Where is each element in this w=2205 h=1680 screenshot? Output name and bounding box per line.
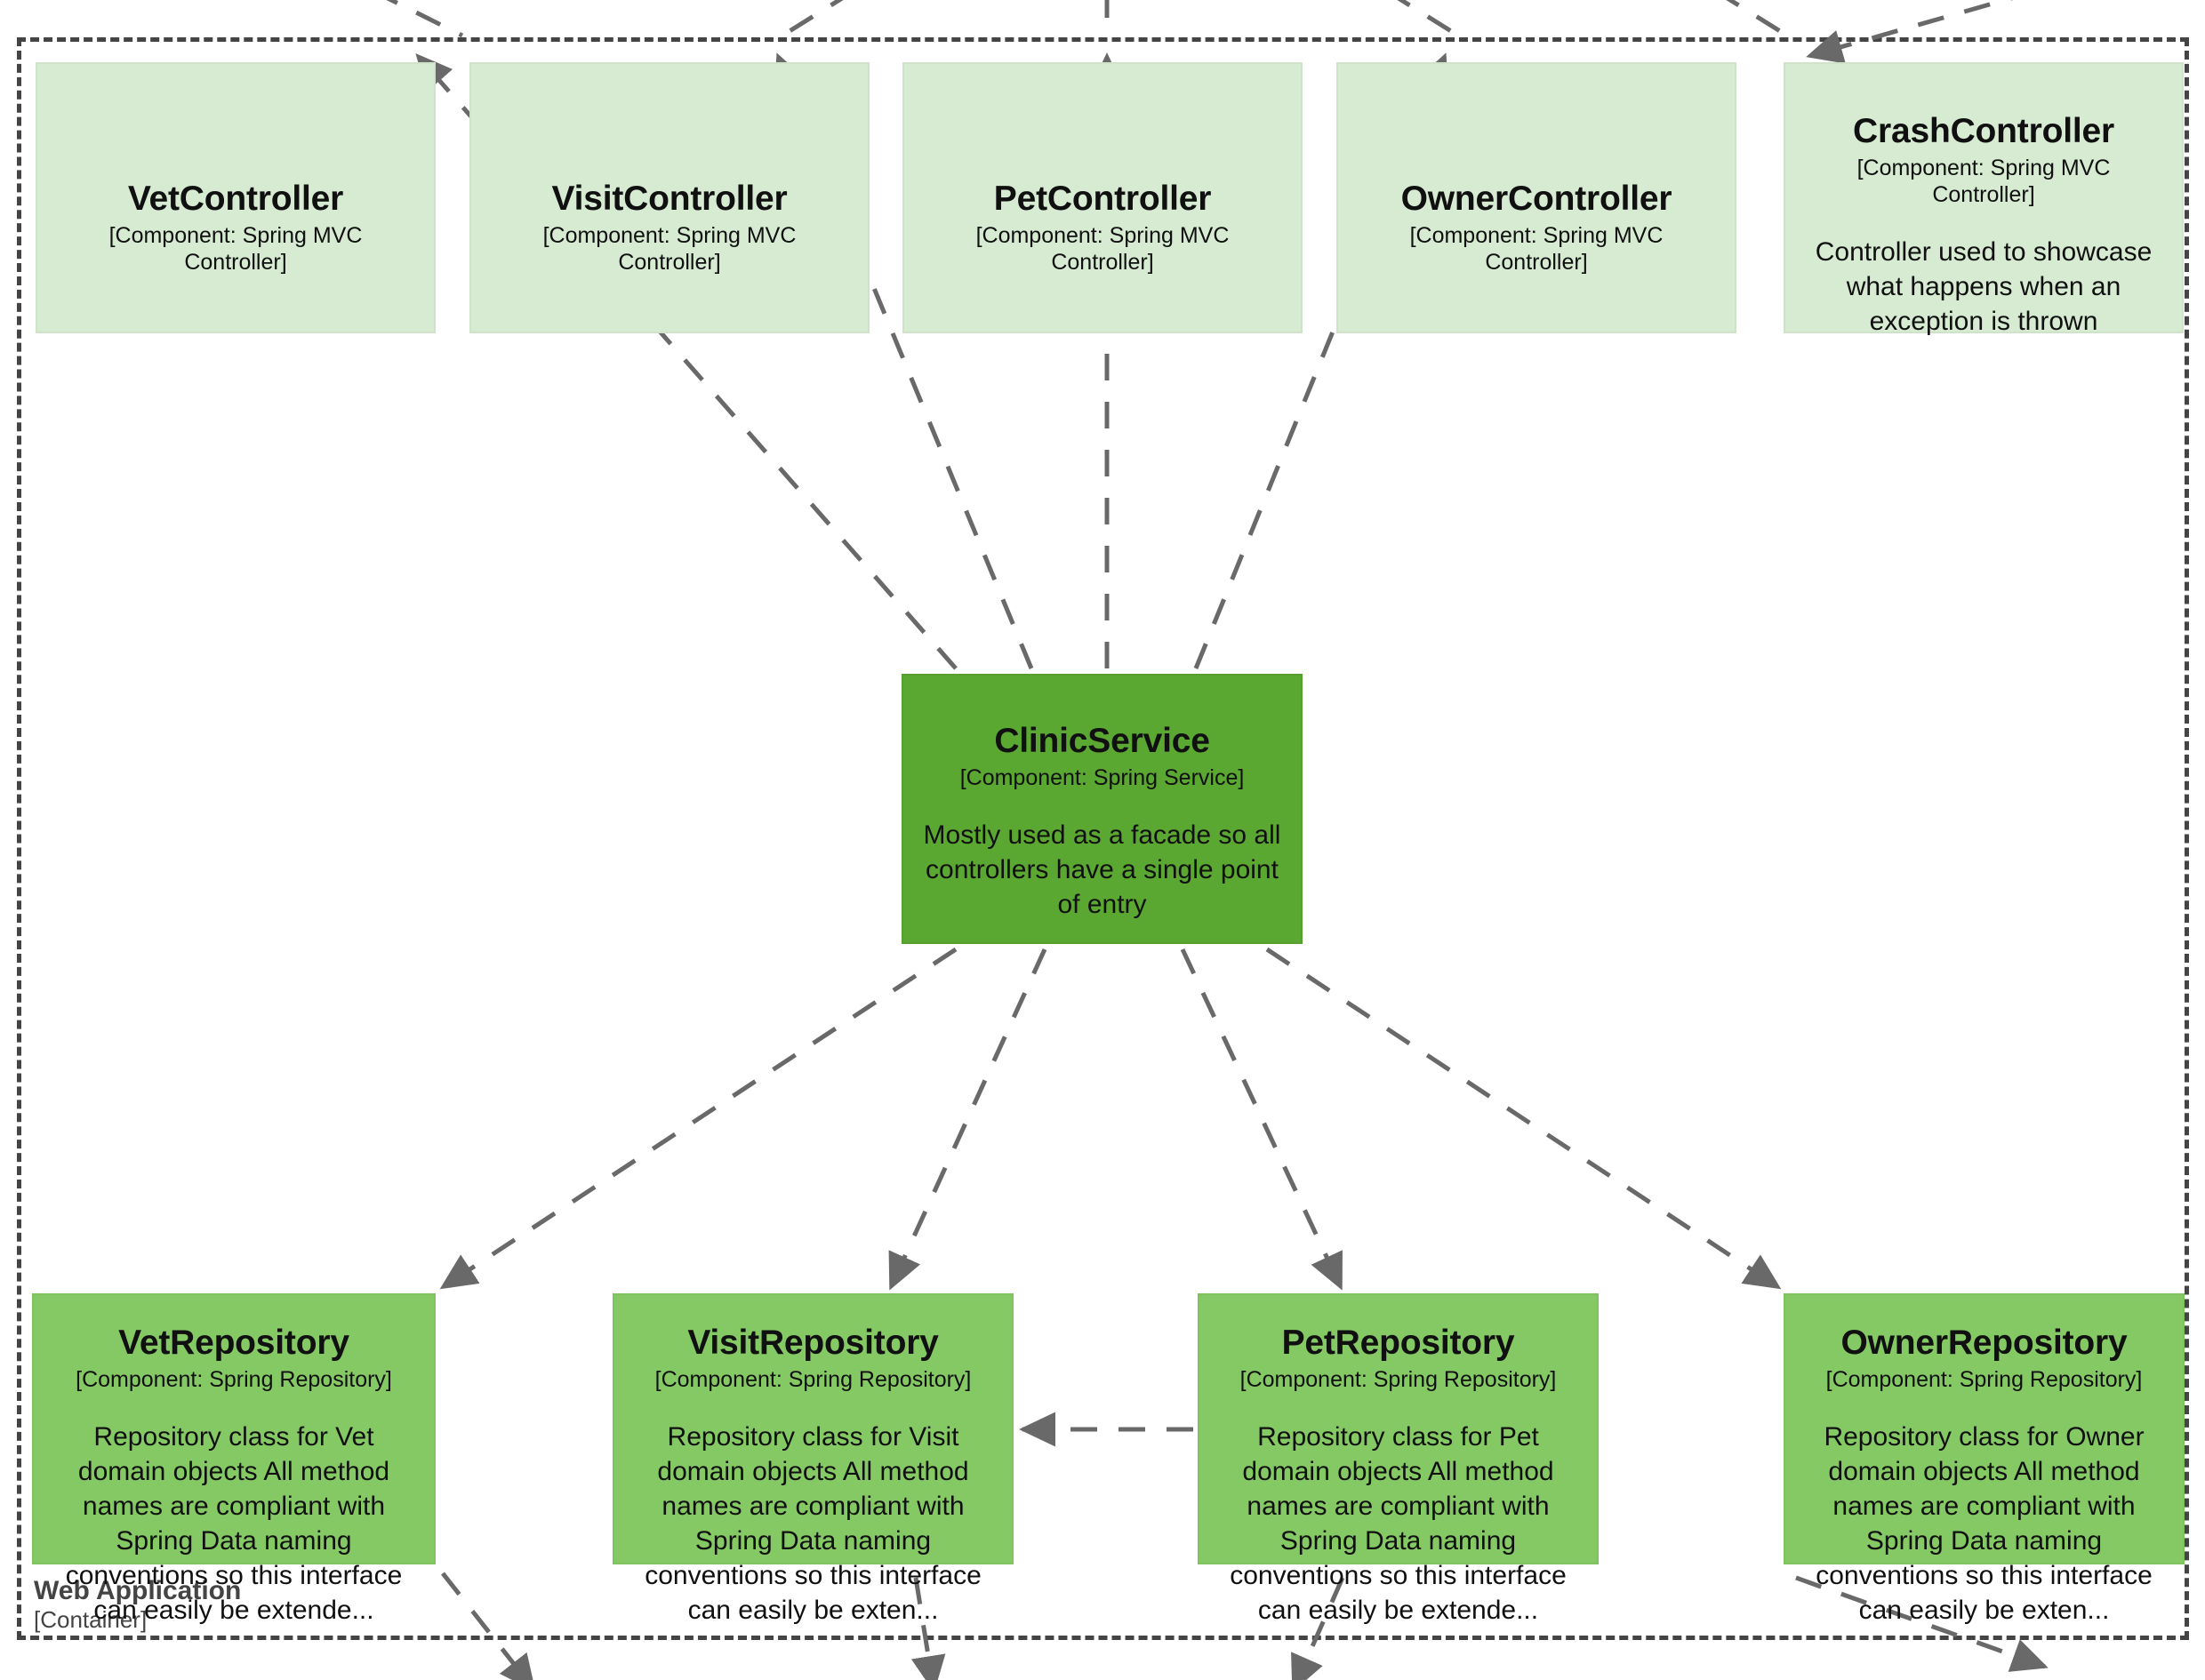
component-name: CrashController xyxy=(1853,112,2114,150)
component-type: [Component: Spring Repository] xyxy=(1825,1366,2143,1392)
component-description: Controller used to showcase what happens… xyxy=(1815,236,2153,336)
component-visit-repository[interactable]: VisitRepository [Component: Spring Repos… xyxy=(613,1293,1014,1625)
component-clinic-service[interactable]: ClinicService [Component: Spring Service… xyxy=(902,674,1303,944)
component-type: [Component: Spring MVC Controller] xyxy=(975,222,1230,275)
component-type: [Component: Spring MVC Controller] xyxy=(542,222,797,275)
component-vet-controller[interactable]: VetController [Component: Spring MVC Con… xyxy=(36,62,436,333)
edge-offscreen-top-1 xyxy=(386,0,464,38)
component-type: [Component: Spring Repository] xyxy=(1239,1366,1557,1392)
component-name: ClinicService xyxy=(994,722,1210,760)
component-type: [Component: Spring Repository] xyxy=(76,1366,392,1392)
component-type: [Component: Spring MVC Controller] xyxy=(1856,155,2111,207)
component-name: VisitRepository xyxy=(687,1324,939,1362)
component-name: OwnerController xyxy=(1400,180,1672,218)
component-description: Repository class for Vet domain objects … xyxy=(65,1421,403,1625)
component-name: VetRepository xyxy=(118,1324,349,1362)
edge-offscreen-top-5 xyxy=(1726,0,1789,38)
component-description: Repository class for Visit domain object… xyxy=(645,1421,982,1625)
component-pet-repository[interactable]: PetRepository [Component: Spring Reposit… xyxy=(1198,1293,1599,1625)
component-type: [Component: Spring MVC Controller] xyxy=(108,222,363,275)
boundary-web-application xyxy=(17,37,2189,1640)
component-crash-controller[interactable]: CrashController [Component: Spring MVC C… xyxy=(1784,62,2184,336)
component-owner-repository[interactable]: OwnerRepository [Component: Spring Repos… xyxy=(1784,1293,2185,1625)
edge-offscreen-top-4 xyxy=(1397,0,1460,38)
component-name: OwnerRepository xyxy=(1840,1324,2128,1362)
component-owner-controller[interactable]: OwnerController [Component: Spring MVC C… xyxy=(1336,62,1736,333)
component-type: [Component: Spring Repository] xyxy=(654,1366,972,1392)
component-pet-controller[interactable]: PetController [Component: Spring MVC Con… xyxy=(902,62,1303,333)
component-description: Mostly used as a facade so all controlle… xyxy=(923,820,1281,919)
component-type: [Component: Spring Service] xyxy=(959,764,1245,790)
component-type: [Component: Spring MVC Controller] xyxy=(1409,222,1664,275)
component-description: Repository class for Pet domain objects … xyxy=(1230,1421,1567,1625)
boundary-type: [Container] xyxy=(34,1606,148,1634)
component-name: VetController xyxy=(127,180,344,218)
boundary-label: Web Application [Container] xyxy=(34,1575,241,1634)
boundary-name: Web Application xyxy=(34,1576,242,1605)
component-name: PetRepository xyxy=(1281,1324,1515,1362)
component-vet-repository[interactable]: VetRepository [Component: Spring Reposit… xyxy=(32,1293,436,1625)
component-name: PetController xyxy=(993,180,1212,218)
component-name: VisitController xyxy=(551,180,788,218)
component-visit-controller[interactable]: VisitController [Component: Spring MVC C… xyxy=(469,62,870,333)
component-description: Repository class for Owner domain object… xyxy=(1816,1421,2153,1625)
edge-offscreen-top-2 xyxy=(781,0,844,38)
